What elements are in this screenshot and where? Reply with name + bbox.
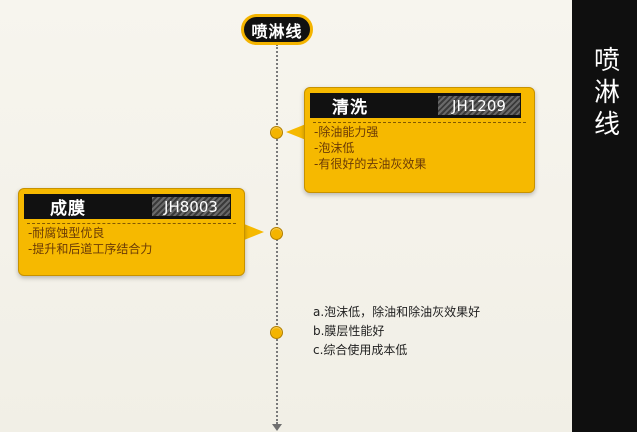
note-item: b.膜层性能好 xyxy=(313,324,385,338)
side-panel-title: 喷淋线 xyxy=(589,46,620,142)
timeline-dot-1 xyxy=(270,126,283,139)
timeline-dot-3 xyxy=(270,326,283,339)
bullet-item: -有很好的去油灰效果 xyxy=(314,157,427,171)
card-divider xyxy=(27,223,236,224)
card-divider xyxy=(313,122,526,123)
side-panel: 喷淋线 xyxy=(572,0,637,432)
product-code: JH8003 xyxy=(152,197,230,216)
summary-notes: a.泡沫低，除油和除油灰效果好 b.膜层性能好 c.综合使用成本低 xyxy=(313,303,480,360)
timeline-arrow-icon xyxy=(272,424,282,431)
card-bullets: -耐腐蚀型优良 -提升和后道工序结合力 xyxy=(28,225,152,257)
timeline-dot-2 xyxy=(270,227,283,240)
process-card-film: 成膜 JH8003 -耐腐蚀型优良 -提升和后道工序结合力 xyxy=(18,188,245,276)
timeline-title: 喷淋线 xyxy=(241,14,313,45)
card-title: 成膜 xyxy=(50,199,86,219)
card-pointer-2 xyxy=(244,224,264,240)
bullet-item: -耐腐蚀型优良 xyxy=(28,226,105,240)
bullet-item: -除油能力强 xyxy=(314,125,379,139)
bullet-item: -泡沫低 xyxy=(314,141,355,155)
card-header: 成膜 JH8003 xyxy=(24,194,231,219)
card-title: 清洗 xyxy=(332,98,368,118)
product-code: JH1209 xyxy=(438,96,520,115)
process-card-cleaning: 清洗 JH1209 -除油能力强 -泡沫低 -有很好的去油灰效果 xyxy=(304,87,535,193)
bullet-item: -提升和后道工序结合力 xyxy=(28,242,153,256)
card-bullets: -除油能力强 -泡沫低 -有很好的去油灰效果 xyxy=(314,124,426,172)
note-item: c.综合使用成本低 xyxy=(313,343,408,357)
card-pointer-1 xyxy=(286,124,306,140)
note-item: a.泡沫低，除油和除油灰效果好 xyxy=(313,305,481,319)
card-header: 清洗 JH1209 xyxy=(310,93,521,118)
